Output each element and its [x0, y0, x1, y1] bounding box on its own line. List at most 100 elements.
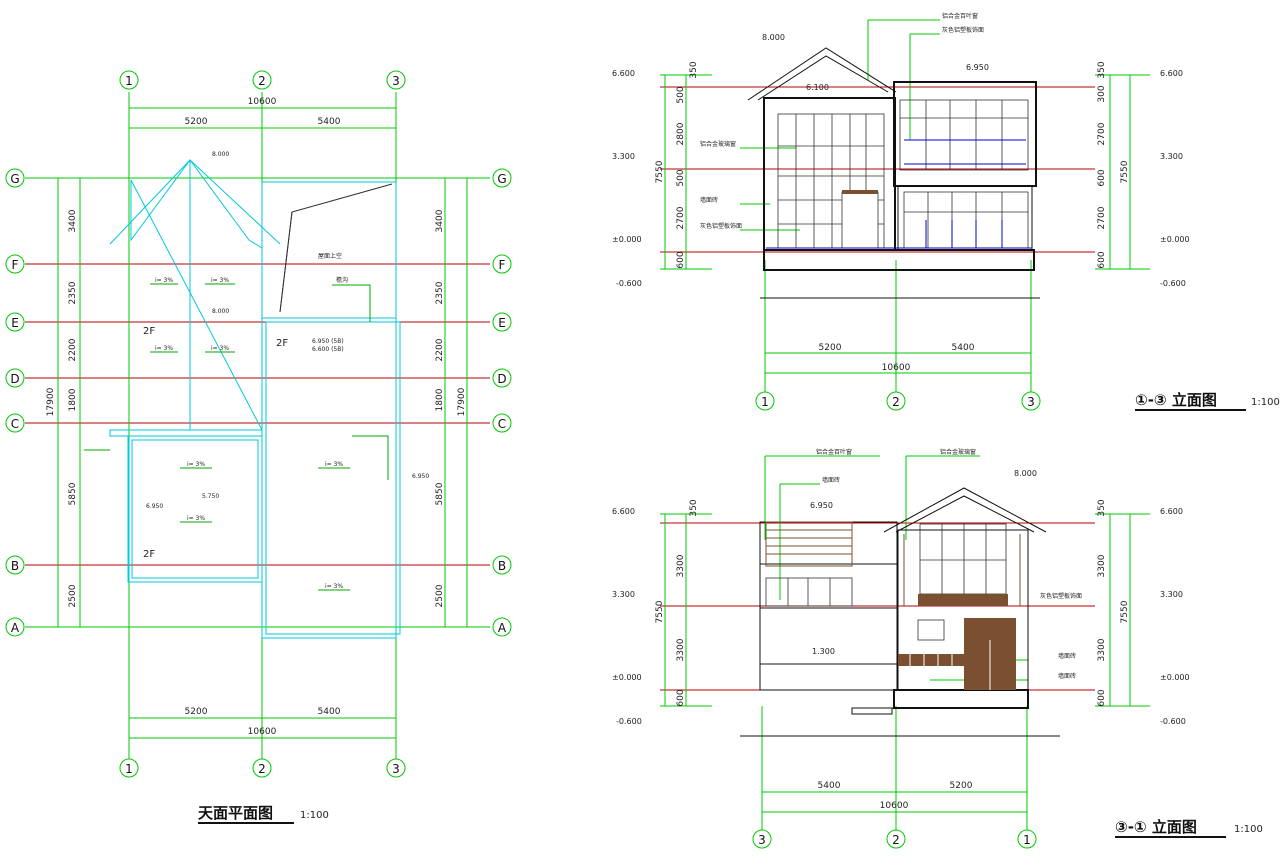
level-label: 6.950	[146, 503, 163, 510]
level-label: 6.600	[1160, 507, 1183, 516]
dim-text: 500	[676, 86, 686, 103]
level-label: 8.000	[212, 151, 229, 158]
level-label: 5.750	[202, 493, 219, 500]
level-label: 3.300	[1160, 152, 1183, 161]
dim-text: 3400	[435, 209, 445, 232]
axis-bubble: 3	[386, 758, 406, 778]
elevation-1-3: 350 500 2800 500 2700 600 7550 350 300 2…	[612, 12, 1280, 411]
svg-text:1: 1	[761, 395, 769, 409]
level-label: -0.600	[616, 279, 642, 288]
elevation-3-1: 350 3300 3300 600 7550 350 3300 3300 600…	[612, 448, 1263, 849]
dim-text: 350	[1097, 499, 1107, 516]
level-label: 6.100	[806, 83, 829, 92]
elev2-title: ③-① 立面图	[1115, 818, 1197, 836]
axis-bubble: F	[5, 254, 25, 274]
note-label: 墙面砖	[822, 476, 840, 484]
level-label: 6.600	[612, 69, 635, 78]
plan-scale: 1:100	[300, 810, 329, 821]
svg-text:E: E	[498, 316, 506, 330]
floor-label: 2F	[276, 338, 288, 349]
dim-text: 500	[676, 169, 686, 186]
dim-text: 7550	[655, 160, 665, 183]
dim-text: 10600	[248, 97, 277, 107]
svg-text:G: G	[497, 172, 506, 186]
dim-text: 600	[1097, 169, 1107, 186]
note-label: 铝合金玻璃窗	[940, 448, 976, 456]
dim-text: 1800	[435, 388, 445, 411]
plan-title: 天面平面图	[198, 804, 273, 822]
note-label: 屋面上空	[318, 252, 342, 260]
dim-text: 2200	[68, 338, 78, 361]
level-label: 1.300	[812, 647, 835, 656]
svg-text:F: F	[499, 258, 506, 272]
slope-label: i= 3%	[325, 461, 343, 468]
level-label: 8.000	[1014, 469, 1037, 478]
dim-text: 3400	[68, 209, 78, 232]
dim-text: 5400	[318, 707, 341, 717]
dim-text: 5200	[819, 343, 842, 353]
axis-bubble: D	[5, 368, 25, 388]
dim-text: 300	[1097, 85, 1107, 102]
axis-bubble: 1	[755, 391, 775, 411]
level-label: ±0.000	[612, 235, 642, 244]
elev2-right-dims: 350 3300 3300 600 7550	[1097, 499, 1130, 706]
level-label: 6.600	[612, 507, 635, 516]
axis-bubble: B	[492, 555, 512, 575]
level-label: ±0.000	[1160, 673, 1190, 682]
dim-text: 2350	[68, 281, 78, 304]
dim-text: 17900	[457, 387, 467, 416]
dim-text: 2800	[676, 122, 686, 145]
dim-text: 350	[689, 499, 699, 516]
slope-label: i= 3%	[155, 345, 173, 352]
axis-bubble: 3	[752, 829, 772, 849]
elev1-title: ①-③ 立面图	[1135, 391, 1217, 409]
plan-row-axes-left: G F E D C B A	[5, 168, 25, 637]
level-label: 6.600 (5B)	[312, 346, 344, 353]
level-label: 6.950 (5B)	[312, 338, 344, 345]
axis-bubble: G	[5, 168, 25, 188]
floor-label: 2F	[143, 549, 155, 560]
elev1-left-dims: 350 500 2800 500 2700 600 7550	[655, 61, 699, 268]
note-label: 灰色铝塑板饰面	[942, 26, 984, 34]
axis-bubble: C	[5, 413, 25, 433]
plan-side-dims-left: 3400 2350 2200 1800 5850 2500 17900	[46, 209, 78, 607]
dim-text: 7550	[1120, 160, 1130, 183]
dim-text: 600	[1097, 251, 1107, 268]
svg-text:D: D	[10, 372, 19, 386]
svg-text:C: C	[11, 417, 19, 431]
level-label: ±0.000	[612, 673, 642, 682]
dim-text: 3300	[676, 638, 686, 661]
svg-text:C: C	[498, 417, 506, 431]
dim-text: 10600	[248, 727, 277, 737]
note-label: 铝合金百叶窗	[816, 448, 852, 456]
svg-text:1: 1	[125, 74, 133, 88]
slope-label: i= 3%	[325, 583, 343, 590]
dim-text: 2700	[676, 206, 686, 229]
svg-text:3: 3	[758, 833, 766, 847]
axis-bubble: D	[492, 368, 512, 388]
svg-text:3: 3	[392, 74, 400, 88]
axis-bubble: 2	[886, 391, 906, 411]
plan-side-dims-right: 3400 2350 2200 1800 5850 2500 17900	[435, 209, 467, 607]
level-label: -0.600	[616, 717, 642, 726]
level-label: ±0.000	[1160, 235, 1190, 244]
svg-text:A: A	[498, 621, 507, 635]
note-label: 墙面砖	[700, 196, 718, 204]
axis-bubble: 2	[252, 70, 272, 90]
elev2-left-dims: 350 3300 3300 600 7550	[655, 499, 699, 706]
dim-text: 2500	[435, 584, 445, 607]
svg-text:B: B	[498, 559, 506, 573]
dim-text: 5850	[68, 482, 78, 505]
svg-text:A: A	[11, 621, 20, 635]
level-label: 8.000	[762, 33, 785, 42]
level-label: 3.300	[612, 590, 635, 599]
roof-plan: 1 2 3 1 2 3 G F E D C B A G F E D C B A …	[5, 70, 512, 824]
axis-bubble: 1	[119, 70, 139, 90]
axis-bubble: A	[492, 617, 512, 637]
dim-text: 10600	[882, 363, 911, 373]
svg-text:2: 2	[892, 395, 900, 409]
slope-label: i= 3%	[211, 345, 229, 352]
dim-text: 3300	[676, 554, 686, 577]
level-label: 6.600	[1160, 69, 1183, 78]
dim-text: 600	[676, 251, 686, 268]
